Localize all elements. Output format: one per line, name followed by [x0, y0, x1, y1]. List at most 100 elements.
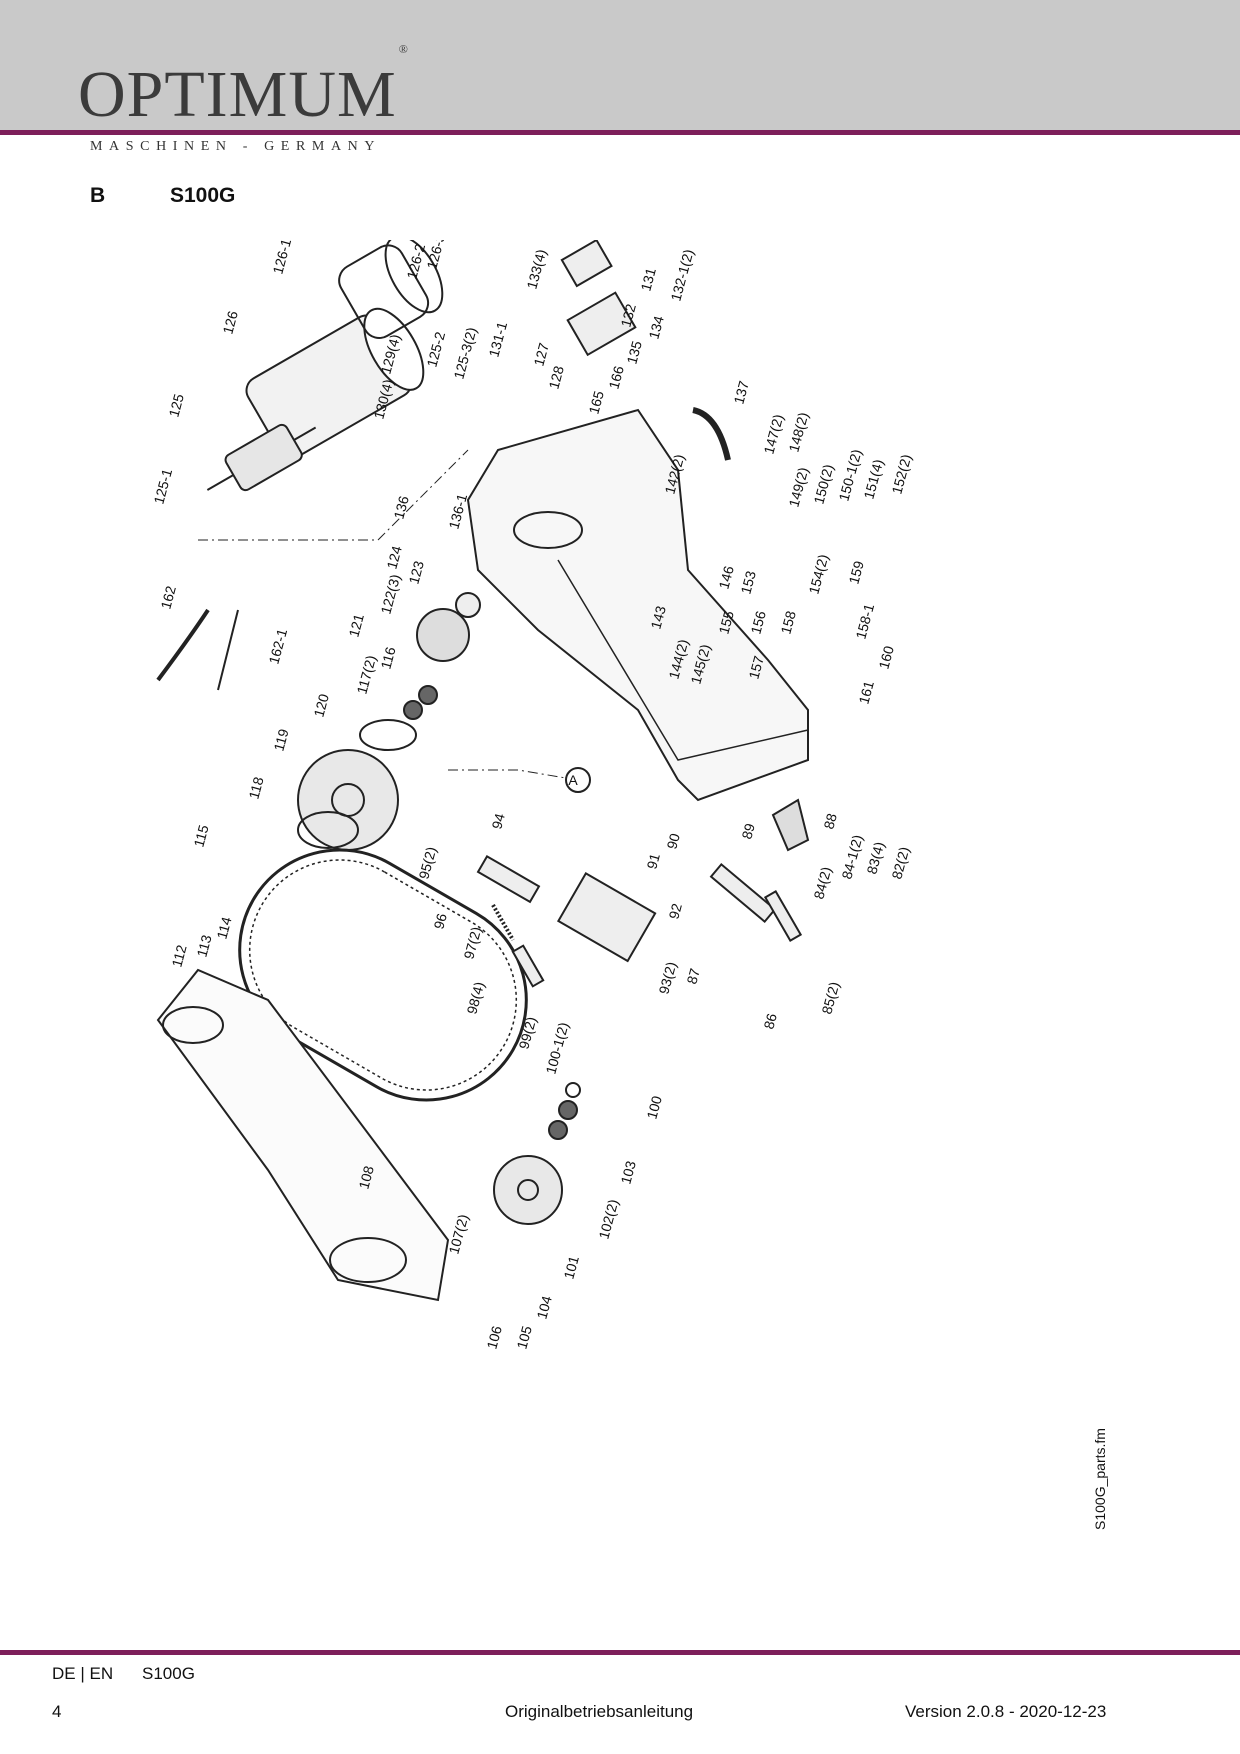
- brand-name: OPTIMUM: [78, 58, 397, 131]
- main-frame: [466, 408, 809, 802]
- part-label: 146: [715, 564, 737, 591]
- motor-assembly: [245, 240, 444, 460]
- registered-mark: ®: [398, 42, 409, 56]
- part-label: 132-1(2): [667, 248, 696, 303]
- section-letter: B: [90, 184, 106, 207]
- section-title: S100G: [170, 184, 236, 207]
- part-label: 143: [647, 604, 669, 631]
- part-label: 157: [745, 654, 767, 681]
- exploded-parts-diagram: 126-3 126-2 126-1 126 129(4) 130(4) 125 …: [150, 240, 914, 1351]
- part-label: 153: [737, 569, 759, 596]
- cover-hole-top: [162, 1006, 224, 1044]
- reference-marker-a: [565, 767, 591, 793]
- idler-bearing-1: [548, 1120, 568, 1140]
- part-label: 122(3): [377, 573, 403, 616]
- part-label: 116: [377, 645, 398, 671]
- part-label: 98(4): [463, 980, 487, 1016]
- part-label: 149(2): [785, 466, 811, 509]
- part-label: 125-3(2): [450, 326, 479, 381]
- part-label: 89: [738, 821, 758, 840]
- switch-box: [560, 240, 637, 357]
- tension-spring: [491, 904, 515, 941]
- part-label: 135: [623, 339, 645, 366]
- part-label: 100: [643, 1094, 665, 1121]
- footer-document-type: Originalbetriebsanleitung: [505, 1702, 694, 1721]
- part-label: 150(2): [810, 463, 836, 506]
- footer-version: Version 2.0.8 - 2020-12-23: [905, 1702, 1107, 1721]
- support-block: [556, 871, 657, 963]
- part-label: 126-3: [423, 240, 448, 271]
- pulley-ring: [297, 811, 359, 849]
- part-label: 105: [513, 1324, 535, 1351]
- part-label: 117(2): [353, 654, 379, 696]
- part-label: 155: [715, 609, 737, 636]
- part-label: 128: [545, 364, 567, 391]
- header-band: [0, 0, 1240, 130]
- part-label: 136-1: [445, 492, 470, 531]
- part-label: 101: [560, 1254, 582, 1281]
- part-label: 104: [533, 1294, 555, 1321]
- part-label: 165: [585, 389, 607, 416]
- frame-disc: [513, 511, 583, 549]
- part-label: 97(2): [460, 925, 484, 961]
- footer-model: S100G: [142, 1664, 195, 1683]
- gear-disc: [416, 608, 470, 662]
- part-label: 125-1: [150, 467, 175, 506]
- side-file-reference: S100G_parts.fm: [1092, 1428, 1108, 1530]
- flange: [455, 592, 481, 618]
- part-label: 132: [617, 302, 639, 329]
- part-label: 126-1: [269, 240, 294, 276]
- cable-connector: [217, 609, 239, 691]
- part-label: 112: [168, 943, 189, 969]
- part-label: 158: [777, 609, 799, 636]
- power-cable: [156, 608, 210, 682]
- idler-hub: [517, 1179, 539, 1201]
- reference-line-2: [448, 769, 579, 781]
- part-label: 114: [213, 915, 234, 941]
- part-label: 162: [157, 584, 179, 611]
- part-label: 88: [820, 811, 840, 830]
- bearing-upper: [403, 700, 423, 720]
- part-label: 147(2): [760, 413, 786, 456]
- part-label: 84-1(2): [838, 833, 865, 881]
- part-label: 120: [310, 692, 332, 719]
- part-label: 102(2): [595, 1198, 621, 1241]
- footer-page-number: 4: [52, 1702, 62, 1721]
- footer-languages: DE | EN: [52, 1664, 114, 1683]
- belt-cover: [156, 968, 450, 1302]
- part-label: 86: [760, 1011, 780, 1030]
- part-label: 99(2): [515, 1015, 539, 1051]
- part-label: 134: [645, 314, 667, 341]
- part-label: 106: [483, 1324, 505, 1351]
- part-label: 85(2): [818, 980, 842, 1016]
- part-label: 92: [665, 901, 685, 920]
- idler-bearing-2: [558, 1100, 578, 1120]
- part-label: 82(2): [888, 845, 912, 881]
- part-label: 136: [390, 494, 412, 521]
- part-label: 107(2): [445, 1213, 471, 1256]
- seal-ring: [359, 719, 417, 751]
- part-label: 90: [663, 831, 683, 850]
- part-label: 123: [405, 559, 427, 586]
- part-label: 166: [605, 364, 627, 391]
- part-label: 151(4): [860, 458, 886, 501]
- cover-hole-bottom: [329, 1237, 407, 1283]
- part-label: 131: [637, 266, 659, 293]
- part-label: 119: [270, 727, 291, 753]
- part-label: 159: [845, 559, 867, 586]
- part-label: 158-1: [852, 602, 877, 641]
- reference-line: [198, 449, 469, 541]
- part-label: 108: [355, 1164, 377, 1191]
- part-label: 154(2): [805, 553, 831, 596]
- sanding-belt: [238, 848, 528, 1102]
- hose: [692, 407, 731, 461]
- idler-spacer: [565, 1082, 581, 1098]
- part-label: 161: [855, 679, 877, 706]
- idler-pulley: [493, 1155, 563, 1225]
- part-label: 100-1(2): [542, 1021, 571, 1076]
- diagram-shapes: [156, 240, 810, 1302]
- part-label: 124: [383, 544, 405, 571]
- tracking-knob: [771, 798, 810, 852]
- bearing-lower: [418, 685, 438, 705]
- part-label: 125-2: [423, 330, 448, 369]
